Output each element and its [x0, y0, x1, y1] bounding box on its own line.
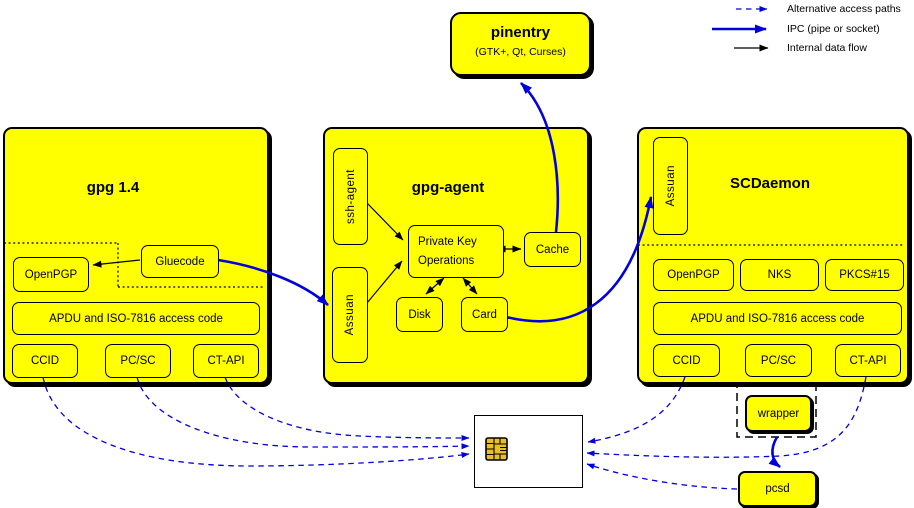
- scd-pcsc-box: PC/SC: [745, 344, 812, 377]
- pinentry-box: pinentry (GTK+, Qt, Curses): [450, 12, 591, 76]
- arrow-wrapper-pcsd: [768, 436, 781, 469]
- dashed-scd-ccid-card: [587, 376, 686, 444]
- scd-pkcs15-box: PKCS#15: [825, 259, 904, 291]
- agent-pko-line2: Operations: [418, 254, 475, 267]
- agent-assuan-box: Assuan: [332, 267, 368, 363]
- scdaemon-title: SCDaemon: [729, 175, 811, 192]
- pinentry-subtitle: (GTK+, Qt, Curses): [475, 46, 566, 58]
- dashed-gpg14-ccid-card: [42, 376, 470, 467]
- scd-nks-label: NKS: [767, 269, 792, 281]
- scd-openpgp-label: OpenPGP: [667, 269, 720, 281]
- agent-card-box: Card: [461, 297, 508, 332]
- gpg14-container-box: [3, 127, 269, 384]
- scd-pkcs15-label: PKCS#15: [839, 269, 890, 281]
- agent-sshagent-box: ssh-agent: [333, 148, 368, 245]
- agent-assuan-label: Assuan: [344, 294, 356, 336]
- dashed-gpg14-pcsc-card: [136, 376, 470, 450]
- wrapper-label: wrapper: [757, 407, 800, 420]
- pcsd-box: pcsd: [738, 471, 817, 507]
- gpg14-openpgp-box: OpenPGP: [13, 257, 89, 292]
- gpg14-pcsc-label: PC/SC: [120, 355, 156, 367]
- arrow-gluecode-openpgp: [92, 259, 141, 268]
- dashed-pcsd-card: [586, 463, 738, 490]
- scd-assuan-box: Assuan: [653, 137, 688, 235]
- ipc-arrows: [217, 82, 781, 469]
- scd-assuan-label: Assuan: [664, 165, 677, 207]
- smartcard-chip-icon: [485, 437, 508, 461]
- scd-openpgp-box: OpenPGP: [653, 259, 734, 291]
- gpg14-title: gpg 1.4: [86, 179, 140, 196]
- gpg14-ctapi-box: CT-API: [193, 344, 259, 378]
- gpg14-dotted-separator: [4, 242, 263, 288]
- arrow-gluecode-agent-assuan: [217, 258, 329, 306]
- dashed-scd-ctapi-card: [586, 376, 867, 458]
- arrow-card-scd-assuan: [505, 196, 654, 323]
- gpg14-openpgp-label: OpenPGP: [24, 268, 78, 281]
- gpg14-gluecode-label: Gluecode: [155, 255, 205, 268]
- pcsd-label: pcsd: [765, 483, 790, 495]
- scd-ctapi-box: CT-API: [835, 344, 901, 377]
- agent-disk-box: Disk: [396, 297, 443, 332]
- gpg14-ctapi-label: CT-API: [207, 355, 245, 367]
- gpg14-apdu-label: APDU and ISO-7816 access code: [49, 312, 223, 325]
- arrow-pko-disk: [425, 277, 445, 295]
- gpg14-ccid-box: CCID: [12, 344, 78, 378]
- arrow-assuan-pko: [366, 260, 403, 304]
- gpg14-apdu-box: APDU and ISO-7816 access code: [12, 302, 260, 335]
- scd-apdu-label: APDU and ISO-7816 access code: [690, 312, 865, 325]
- agent-pko-line1: Private Key: [418, 235, 477, 248]
- scd-nks-box: NKS: [740, 259, 819, 291]
- scd-ccid-label: CCID: [672, 354, 701, 367]
- legend-label-internal: Internal data flow: [787, 42, 867, 54]
- agent-cache-box: Cache: [524, 232, 581, 267]
- scd-ccid-box: CCID: [653, 344, 720, 377]
- agent-cache-label: Cache: [535, 243, 570, 256]
- arrow-cache-pinentry: [520, 82, 560, 233]
- internal-arrows: [92, 202, 522, 304]
- agent-card-label: Card: [472, 308, 497, 321]
- scd-pcsc-label: PC/SC: [760, 354, 797, 367]
- gpg14-gluecode-box: Gluecode: [141, 245, 219, 278]
- gpg-agent-title: gpg-agent: [411, 179, 485, 196]
- gpg14-ccid-label: CCID: [30, 355, 60, 367]
- legend-label-alternative: Alternative access paths: [787, 3, 901, 15]
- dashed-gpg14-ctapi-card: [224, 376, 470, 441]
- legend-label-ipc: IPC (pipe or socket): [787, 23, 880, 35]
- arrow-sshagent-pko: [366, 202, 404, 241]
- agent-disk-label: Disk: [408, 308, 431, 321]
- gpg14-pcsc-box: PC/SC: [105, 344, 171, 378]
- arrow-pko-card: [462, 277, 478, 295]
- agent-private-key-operations-box: Private Key Operations: [408, 225, 504, 278]
- scd-ctapi-label: CT-API: [849, 354, 887, 367]
- scd-apdu-box: APDU and ISO-7816 access code: [653, 302, 902, 335]
- agent-sshagent-label: ssh-agent: [344, 168, 357, 224]
- smartcard: [474, 415, 583, 488]
- wrapper-box: wrapper: [745, 395, 812, 432]
- alternative-access-paths: [42, 376, 867, 490]
- pinentry-title: pinentry: [490, 24, 551, 41]
